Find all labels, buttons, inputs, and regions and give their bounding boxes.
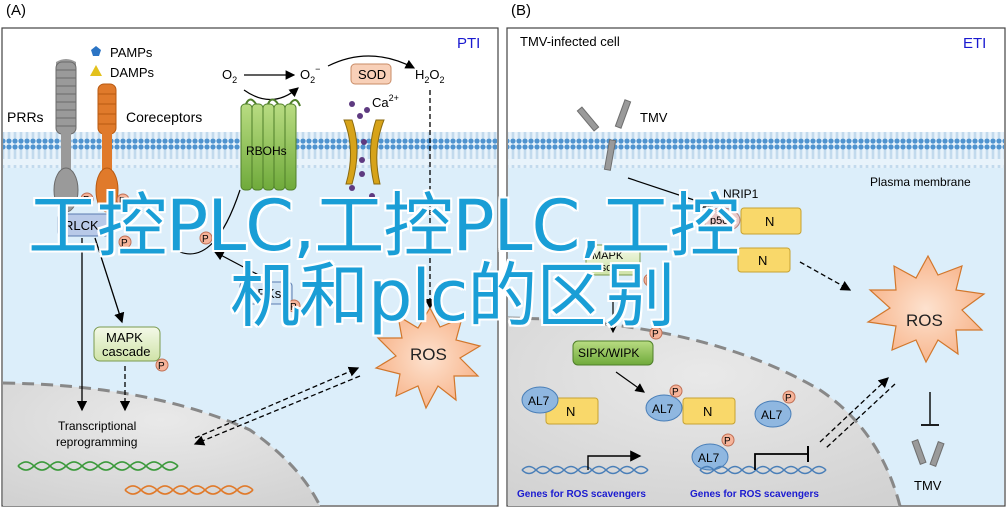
label-ros-a: ROS — [410, 345, 447, 364]
sod-box — [350, 63, 392, 85]
coreceptor — [95, 83, 119, 213]
n-protein-4 — [682, 397, 736, 425]
panel-a-letter: (A) — [6, 2, 26, 19]
label-genes-2: Genes for ROS scavengers — [690, 489, 819, 500]
svg-text:P: P — [83, 195, 90, 206]
rlck-box — [57, 213, 111, 237]
cpks-box — [239, 281, 293, 305]
panel-b-membrane — [508, 132, 1004, 168]
legend-damps: DAMPs — [110, 65, 155, 80]
dna-helix-green — [17, 461, 179, 471]
al7-oval-3 — [754, 400, 792, 428]
label-ros-b: ROS — [906, 311, 943, 330]
panel-b-letter: (B) — [511, 2, 531, 19]
panel-a-tag: PTI — [457, 35, 480, 52]
label-prrs: PRRs — [7, 109, 44, 125]
label-genes-1: Genes for ROS scavengers — [517, 489, 646, 500]
label-mapk-a: MAPK — [106, 330, 143, 345]
label-n-1: N — [765, 214, 774, 229]
dna-helix-b2 — [699, 465, 827, 475]
label-tmv-top: TMV — [640, 110, 668, 125]
label-reprogramming: reprogramming — [56, 435, 137, 449]
calcium-channel — [343, 119, 385, 185]
panel-a-nuclear-envelope — [2, 381, 322, 507]
label-o2: O2 — [222, 67, 237, 85]
label-p50: p50 — [710, 215, 728, 227]
label-rbohs: RBOHs — [246, 144, 287, 158]
label-n-2: N — [758, 253, 767, 268]
label-sipk-wipk: SIPK/WIPK — [578, 346, 639, 360]
svg-text:P: P — [724, 436, 731, 447]
al7-oval-1 — [521, 386, 559, 414]
label-h2o2: H2O2 — [415, 67, 445, 85]
panel-b-tag: ETI — [963, 35, 986, 52]
label-transcriptional: Transcriptional — [58, 419, 136, 433]
damps-icon — [90, 65, 102, 76]
label-cascade-b: cascade — [589, 262, 630, 274]
label-al7-2: AL7 — [652, 402, 674, 416]
pamps-icon — [91, 46, 101, 56]
tmv-virions-top — [576, 99, 632, 171]
label-cpks: CPKs — [248, 286, 282, 301]
label-ca: Ca2+ — [372, 93, 399, 110]
panel-a-nucleus — [3, 383, 320, 506]
label-n-3: N — [566, 404, 575, 419]
rbohs-channel — [240, 98, 301, 191]
prr-receptor — [53, 59, 79, 213]
label-mapk-b: MAPK — [592, 250, 624, 262]
dna-helix-orange — [124, 485, 254, 495]
p50-oval — [703, 207, 741, 233]
rlck-to-rbohs-arrow — [179, 189, 241, 255]
panel-b-nuclear-envelope — [507, 316, 902, 507]
tmv-virions-bottom — [911, 439, 945, 467]
phospho-markers-b: P P P P P — [643, 273, 796, 447]
label-sod: SOD — [358, 67, 386, 82]
sipk-wipk-box — [572, 340, 654, 366]
svg-text:P: P — [646, 276, 653, 287]
label-al7-1: AL7 — [528, 394, 550, 408]
dna-helix-b1 — [521, 465, 649, 475]
label-rlck: RLCK — [64, 218, 99, 233]
svg-text:P: P — [672, 387, 679, 398]
legend-pamps: PAMPs — [110, 45, 153, 60]
svg-text:P: P — [785, 393, 792, 404]
label-coreceptors: Coreceptors — [126, 109, 202, 125]
mapk-cascade-box-a — [93, 326, 161, 362]
panel-b: (B) TMV-infected cell ETI TMV Plasma mem… — [506, 2, 1006, 507]
calcium-ions — [349, 101, 375, 199]
label-nrip1: NRIP1 — [723, 187, 759, 201]
svg-text:P: P — [290, 302, 297, 313]
panel-a: PAMPs DAMPs PRRs Coreceptors (A) PTI O2 … — [1, 2, 499, 507]
label-n-4: N — [703, 404, 712, 419]
panel-b-title: TMV-infected cell — [520, 34, 620, 49]
label-plasma-membrane: Plasma membrane — [870, 175, 971, 189]
n-protein-1 — [740, 207, 802, 235]
label-al7-3: AL7 — [761, 408, 783, 422]
label-tmv-bottom: TMV — [914, 478, 942, 493]
mapk-cascade-box-b — [585, 244, 641, 276]
svg-text:P: P — [158, 361, 165, 372]
label-cascade-a: cascade — [102, 344, 150, 359]
ros-burst-a — [374, 306, 482, 410]
svg-text:P: P — [121, 238, 128, 249]
ros-burst-b — [866, 254, 986, 364]
label-al7-4: AL7 — [698, 451, 720, 465]
al7-oval-4 — [691, 443, 729, 471]
svg-text:P: P — [119, 196, 126, 207]
n-protein-2 — [737, 247, 791, 273]
phospho-markers-a: P P P P P P — [80, 192, 301, 372]
al7-oval-2 — [645, 394, 683, 422]
label-o2-superoxide: O2− — [300, 64, 320, 85]
svg-text:P: P — [202, 234, 209, 245]
svg-text:P: P — [652, 329, 659, 340]
